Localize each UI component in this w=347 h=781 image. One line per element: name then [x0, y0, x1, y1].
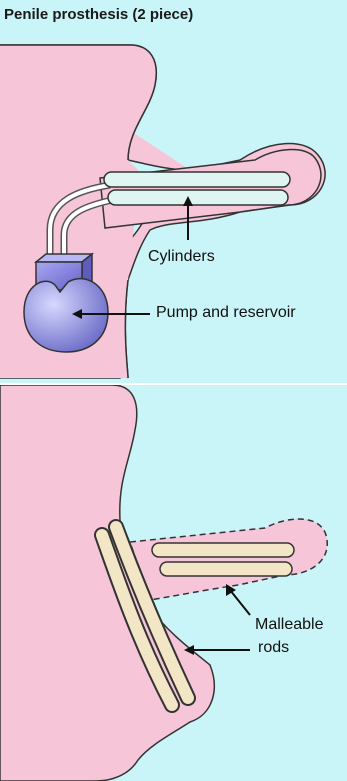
shaft-rod-lower: [160, 562, 292, 576]
label-rods: rods: [258, 639, 289, 657]
label-malleable: Malleable: [255, 616, 323, 634]
top-cylinder-upper: [104, 172, 290, 187]
top-cylinder-lower: [108, 190, 288, 205]
reservoir-sphere: [24, 279, 108, 352]
malleable-leader-1: [230, 590, 250, 615]
top-panel: [0, 45, 325, 378]
bottom-panel: [0, 385, 327, 781]
label-pump-reservoir: Pump and reservoir: [156, 304, 296, 322]
label-cylinders: Cylinders: [148, 248, 215, 266]
shaft-rod-upper: [152, 543, 294, 557]
panel-divider: [0, 383, 347, 385]
